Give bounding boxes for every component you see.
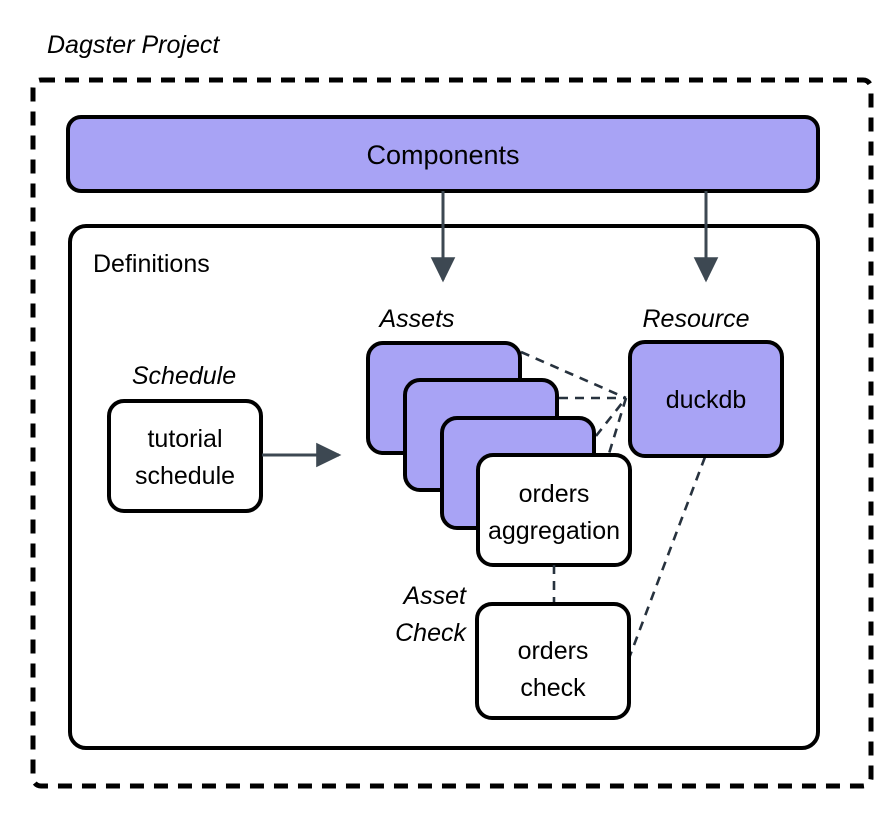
- schedule-node-label-line2: schedule: [135, 462, 235, 490]
- schedule-node[interactable]: tutorial schedule: [107, 399, 263, 513]
- schedule-node-label-line1: tutorial: [147, 425, 222, 453]
- asset-check-group-label-line2: Check: [395, 619, 467, 647]
- orders-aggregation-node[interactable]: orders aggregation: [476, 453, 632, 567]
- components-box-label: Components: [366, 140, 519, 170]
- asset-check-group-label-line1: Asset: [401, 582, 467, 610]
- duckdb-node[interactable]: duckdb: [628, 340, 784, 458]
- dagster-project-boundary: [30, 77, 874, 789]
- schedule-group-label: Schedule: [132, 362, 236, 390]
- orders-aggregation-shape: [476, 453, 632, 567]
- outer-container-label: Dagster Project: [47, 31, 220, 59]
- dep-line-ordersagg-duckdb: [602, 397, 628, 471]
- dep-line-asset1-duckdb: [520, 350, 627, 400]
- dep-line-duckdb-orderscheck: [626, 456, 707, 662]
- duckdb-label: duckdb: [666, 386, 747, 414]
- orders-aggregation-label-line2: aggregation: [488, 517, 620, 545]
- dep-line-asset3-duckdb: [594, 397, 628, 437]
- resource-group-label: Resource: [643, 305, 750, 333]
- orders-check-label-line1: orders: [518, 637, 589, 665]
- definitions-label: Definitions: [93, 250, 210, 278]
- dependency-lines: [520, 350, 707, 662]
- schedule-node-shape: [107, 399, 263, 513]
- orders-aggregation-label-line1: orders: [519, 480, 590, 508]
- components-box[interactable]: Components: [66, 115, 820, 193]
- duckdb-shape: [628, 340, 784, 458]
- assets-group-label: Assets: [377, 305, 454, 333]
- orders-check-label-line2: check: [520, 674, 586, 702]
- orders-check-shape: [475, 602, 631, 720]
- orders-check-node[interactable]: orders check: [475, 602, 631, 720]
